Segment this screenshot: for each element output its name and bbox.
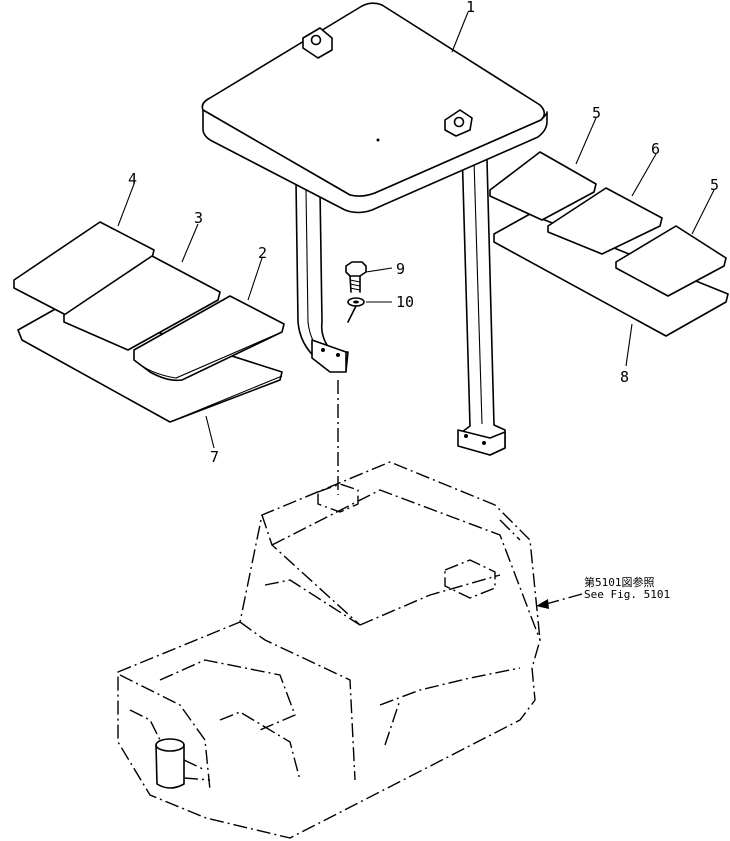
reference-arrow bbox=[536, 593, 583, 609]
reference-text-jp: 第5101図参照 bbox=[584, 575, 655, 589]
reference-text-en: See Fig. 5101 bbox=[584, 588, 670, 601]
callout-9: 9 bbox=[396, 260, 405, 278]
callout-7: 7 bbox=[210, 448, 219, 466]
figure-reference: 第5101図参照 See Fig. 5101 bbox=[584, 575, 670, 601]
bolt-and-washer bbox=[345, 261, 367, 323]
callout-4: 4 bbox=[128, 170, 137, 188]
left-mat-stack bbox=[13, 221, 285, 423]
canopy-part bbox=[201, 2, 548, 456]
callout-2: 2 bbox=[258, 244, 267, 262]
leader-lines bbox=[117, 11, 715, 449]
right-mat-stack bbox=[489, 151, 729, 337]
callout-labels: 1 2 3 4 5 6 5 7 8 9 10 bbox=[128, 0, 719, 466]
callout-5-right: 5 bbox=[710, 176, 719, 194]
callout-10: 10 bbox=[396, 293, 414, 311]
callout-6: 6 bbox=[651, 140, 660, 158]
callout-1: 1 bbox=[466, 0, 475, 16]
callout-5-top: 5 bbox=[592, 104, 601, 122]
callout-8: 8 bbox=[620, 368, 629, 386]
callout-3: 3 bbox=[194, 209, 203, 227]
machine-body-outline bbox=[117, 461, 541, 839]
